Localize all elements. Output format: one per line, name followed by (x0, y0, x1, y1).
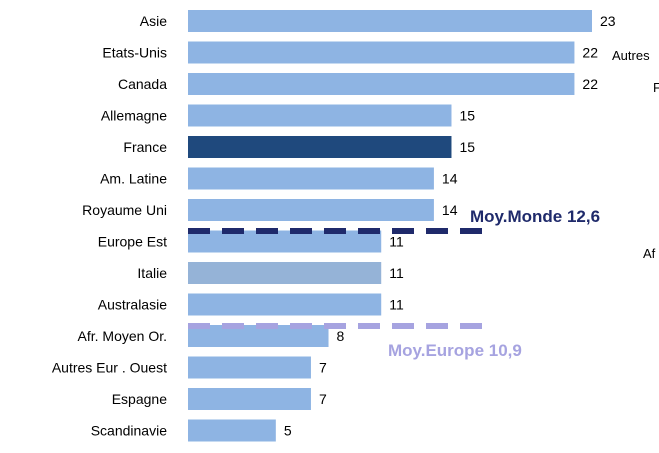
category-label-scandinavie: Scandinavie (91, 423, 167, 439)
category-label-autres-eur-ouest: Autres Eur . Ouest (52, 360, 167, 376)
value-label-afr-moyen-or: 8 (337, 328, 345, 344)
bar-afr-moyen-or (188, 325, 329, 347)
bar-royaume-uni (188, 199, 434, 221)
bar-france (188, 136, 452, 158)
value-label-france: 15 (459, 139, 475, 155)
category-label-etats-unis: Etats-Unis (102, 45, 167, 61)
category-label-royaume-uni: Royaume Uni (82, 202, 167, 218)
bar-asie (188, 10, 592, 32)
category-label-australasie: Australasie (98, 297, 167, 313)
bar-canada (188, 73, 575, 95)
category-label-italie: Italie (137, 265, 167, 281)
value-label-italie: 11 (389, 265, 404, 281)
reference-label-europe: Moy.Europe 10,9 (388, 341, 522, 360)
value-label-canada: 22 (582, 76, 598, 92)
bar-autres-eur-ouest (188, 356, 311, 379)
clipped-text-2: Af (643, 246, 656, 261)
category-label-asie: Asie (140, 13, 167, 29)
category-label-am-latine: Am. Latine (100, 171, 167, 187)
bar-italie (188, 262, 382, 284)
clipped-text-0: Autres (612, 48, 650, 63)
value-label-am-latine: 14 (442, 171, 458, 187)
category-label-france: France (123, 139, 167, 155)
value-label-espagne: 7 (319, 391, 327, 407)
value-label-scandinavie: 5 (284, 423, 292, 439)
category-label-allemagne: Allemagne (101, 108, 167, 124)
bar-australasie (188, 293, 382, 316)
bar-scandinavie (188, 419, 276, 442)
category-label-europe-est: Europe Est (98, 234, 167, 250)
value-label-allemagne: 15 (459, 108, 475, 124)
value-label-autres-eur-ouest: 7 (319, 360, 327, 376)
value-label-australasie: 11 (389, 297, 404, 313)
value-label-etats-unis: 22 (582, 45, 598, 61)
bars-group (188, 10, 592, 442)
bar-europe-est (188, 230, 382, 253)
bar-am-latine (188, 167, 434, 190)
reference-label-monde: Moy.Monde 12,6 (470, 207, 600, 226)
bar-allemagne (188, 104, 452, 127)
category-label-espagne: Espagne (112, 391, 167, 407)
bar-espagne (188, 388, 311, 410)
value-label-royaume-uni: 14 (442, 202, 458, 218)
value-label-asie: 23 (600, 13, 616, 29)
value-label-europe-est: 11 (389, 234, 404, 250)
category-label-afr-moyen-or: Afr. Moyen Or. (78, 328, 167, 344)
bar-etats-unis (188, 41, 575, 64)
category-label-canada: Canada (118, 76, 167, 92)
clipped-text-1: F (653, 80, 659, 95)
reference-lines-group (188, 228, 493, 329)
